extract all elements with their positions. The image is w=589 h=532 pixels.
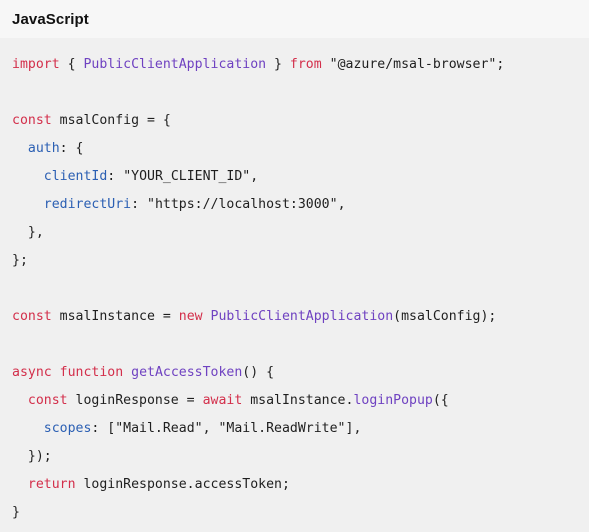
code-line (12, 331, 589, 359)
code-line: }, (12, 219, 589, 247)
code-line: }); (12, 443, 589, 471)
code-text: ], (345, 421, 362, 436)
code-function-name: getAccessToken (131, 365, 243, 380)
code-text (123, 365, 131, 380)
code-text: : [ (91, 421, 116, 436)
code-line: return loginResponse.accessToken; (12, 471, 589, 499)
code-class-name: PublicClientApplication (210, 309, 394, 324)
code-text: }, (12, 225, 44, 240)
code-line: const msalInstance = new PublicClientApp… (12, 303, 589, 331)
code-line: } (12, 499, 589, 527)
code-line (12, 275, 589, 303)
code-text (12, 421, 44, 436)
code-text: }; (12, 253, 28, 268)
code-keyword: return (27, 477, 76, 492)
code-text: : { (59, 141, 84, 156)
code-keyword: new (178, 309, 203, 324)
code-line: scopes: ["Mail.Read", "Mail.ReadWrite"], (12, 415, 589, 443)
code-text: { (59, 57, 84, 72)
code-text: () { (242, 365, 275, 380)
code-text: msalConfig = { (51, 113, 171, 128)
code-text: msalInstance. (242, 393, 354, 408)
code-line: const msalConfig = { (12, 107, 589, 135)
code-text: msalInstance = (51, 309, 179, 324)
code-property: scopes (43, 421, 92, 436)
code-text: (msalConfig); (393, 309, 497, 324)
code-text (12, 477, 28, 492)
code-line (12, 79, 589, 107)
code-string: "Mail.ReadWrite" (218, 421, 346, 436)
code-text: , (250, 169, 259, 184)
code-text (52, 365, 60, 380)
code-line: const loginResponse = await msalInstance… (12, 387, 589, 415)
code-keyword: await (202, 393, 243, 408)
code-keyword: function (59, 365, 124, 380)
code-keyword: const (12, 113, 52, 128)
code-function-name: loginPopup (353, 393, 433, 408)
code-text: ({ (432, 393, 449, 408)
code-text: loginResponse = (67, 393, 203, 408)
code-property: auth (27, 141, 60, 156)
code-keyword: const (27, 393, 68, 408)
code-property: clientId (43, 169, 108, 184)
code-content[interactable]: import { PublicClientApplication } from … (0, 38, 589, 527)
code-text: : (107, 169, 124, 184)
code-text: loginResponse.accessToken; (75, 477, 290, 492)
code-keyword: import (12, 57, 60, 72)
code-text: }); (12, 449, 52, 464)
code-text (203, 309, 211, 324)
code-class-name: PublicClientApplication (83, 57, 267, 72)
code-text: } (266, 57, 290, 72)
code-text: , (202, 421, 219, 436)
code-text: } (12, 505, 20, 520)
code-line: redirectUri: "https://localhost:3000", (12, 191, 589, 219)
code-string: "@azure/msal-browser" (329, 57, 497, 72)
language-label: JavaScript (12, 10, 89, 28)
code-text: , (337, 197, 346, 212)
code-line: }; (12, 247, 589, 275)
code-line: async function getAccessToken() { (12, 359, 589, 387)
code-keyword: const (12, 309, 52, 324)
code-line: auth: { (12, 135, 589, 163)
code-text: ; (496, 57, 505, 72)
code-string: "Mail.Read" (115, 421, 203, 436)
code-line: import { PublicClientApplication } from … (12, 51, 589, 79)
code-text (12, 169, 44, 184)
code-keyword: async (12, 365, 52, 380)
code-text (12, 197, 44, 212)
code-block-header: JavaScript (0, 0, 589, 38)
code-text (12, 393, 28, 408)
code-property: redirectUri (43, 197, 132, 212)
code-text: : (131, 197, 147, 212)
code-string: "YOUR_CLIENT_ID" (123, 169, 251, 184)
code-string: "https://localhost:3000" (147, 197, 338, 212)
code-text (12, 141, 28, 156)
code-text (322, 57, 330, 72)
code-line: clientId: "YOUR_CLIENT_ID", (12, 163, 589, 191)
code-keyword: from (289, 57, 322, 72)
